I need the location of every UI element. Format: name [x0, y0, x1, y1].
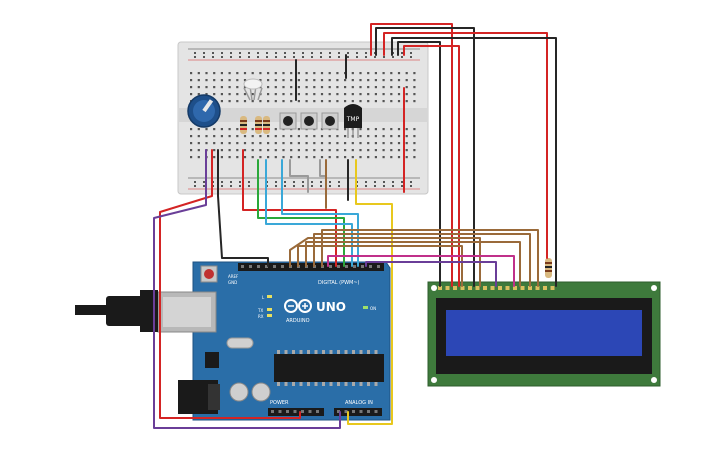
wire-brown-2: [297, 245, 463, 287]
gnd-label: GND: [228, 280, 237, 285]
resistor-3[interactable]: [263, 116, 270, 134]
arduino-logo: [284, 299, 312, 313]
wire-cyan-2: [281, 159, 359, 267]
lcd-pin-header: [438, 286, 555, 290]
wire-black-3: [397, 41, 441, 287]
board-brand: ARDUINO: [286, 318, 310, 324]
arduino-uno[interactable]: UNO ARDUINO DIGITAL (PWM~) POWER ANALOG …: [75, 261, 391, 421]
pushbutton-3[interactable]: [321, 112, 339, 130]
wire-purple-lcd: [365, 261, 497, 287]
temperature-sensor[interactable]: TMP: [344, 104, 362, 138]
analog-header-label: ANALOG IN: [345, 400, 373, 406]
usb-cable: [75, 290, 158, 332]
wire-black-pot: [217, 149, 269, 267]
led-rx-indicator: [267, 314, 272, 317]
sensor-label: TMP: [346, 116, 360, 123]
wire-gray: [289, 159, 309, 193]
wires: [153, 23, 557, 429]
usb-port: [157, 291, 217, 333]
atmega-chip: [274, 350, 384, 386]
resistor-lcd[interactable]: [545, 258, 552, 278]
power-header-label: POWER: [270, 400, 289, 406]
wire-brown-5: [321, 229, 539, 287]
board-model: UNO: [316, 300, 346, 314]
wire-brown-4: [313, 233, 531, 287]
digital-header: [238, 263, 384, 271]
analog-header: [334, 408, 382, 416]
lcd-display[interactable]: [427, 281, 661, 387]
dc-power-jack: [178, 380, 220, 414]
resistor-2[interactable]: [255, 116, 262, 134]
wire-brown-3: [305, 241, 521, 287]
wire-black-2: [391, 37, 557, 287]
led-on-indicator: [363, 306, 368, 309]
reset-button[interactable]: [200, 265, 218, 283]
pushbutton-1[interactable]: [279, 112, 297, 130]
breadboard-power-rail-top: [188, 48, 420, 61]
aref-label: AREF: [228, 274, 239, 279]
wire-magenta: [327, 255, 515, 287]
lcd-screen: [446, 310, 642, 356]
led-l-label: L: [262, 295, 265, 300]
digital-header-label: DIGITAL (PWM~): [318, 280, 360, 286]
wire-purple-pot: [153, 149, 341, 429]
wire-red-top: [370, 23, 453, 287]
potentiometer[interactable]: [187, 94, 221, 128]
wire-red-3: [403, 45, 460, 287]
resistor-1[interactable]: [240, 116, 247, 134]
wire-yellow: [347, 159, 393, 425]
rgb-led[interactable]: [243, 78, 263, 101]
wire-black-top: [375, 27, 475, 287]
wire-red-pot: [159, 149, 301, 419]
pushbutton-2[interactable]: [300, 112, 318, 130]
led-tx-label: TX: [257, 308, 263, 313]
wire-brown-1: [289, 237, 481, 287]
led-l-indicator: [267, 295, 272, 298]
breadboard-power-rail-bottom: [188, 177, 420, 190]
wire-red-2: [383, 32, 548, 259]
led-rx-label: RX: [258, 314, 264, 319]
led-on-label: ON: [370, 306, 376, 311]
led-tx-indicator: [267, 308, 272, 311]
